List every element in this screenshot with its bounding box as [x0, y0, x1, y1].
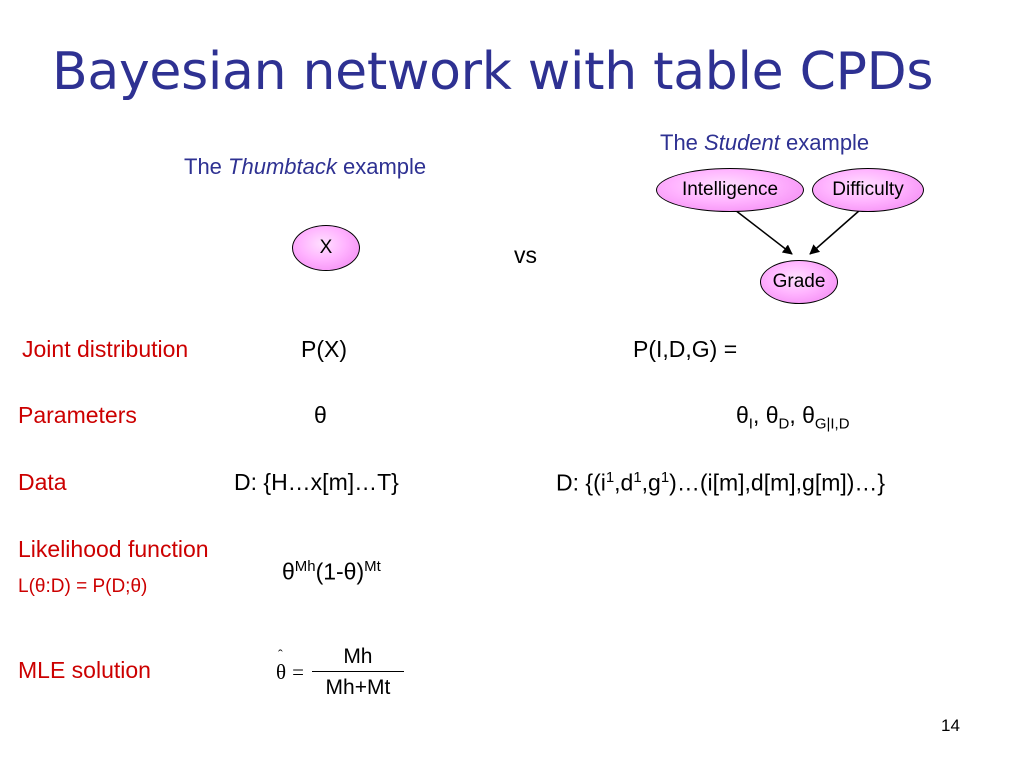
node-intelligence-label: Intelligence	[681, 179, 779, 200]
student-name: Student	[704, 130, 780, 155]
separator-1: ,	[752, 402, 766, 428]
data-part-1: D: {(i	[556, 469, 606, 496]
node-x[interactable]: X	[292, 225, 360, 271]
mle-fraction: Mh Mh+Mt	[311, 645, 404, 700]
student-prefix: The	[660, 130, 698, 155]
data-part-4: )…(i[m],d[m],g[m])…}	[669, 469, 886, 496]
student-suffix: example	[786, 130, 870, 155]
data-label: Data	[18, 469, 67, 495]
slide-title: Bayesian network with table CPDs	[52, 42, 934, 102]
likelihood-exp-mh: Mh	[294, 558, 316, 575]
likelihood-sublabel: L(θ:D) = P(D;θ)	[18, 576, 148, 597]
likelihood-label: Likelihood function	[18, 536, 209, 562]
likelihood-exp-mt: Mt	[364, 558, 381, 575]
page-number: 14	[941, 716, 960, 735]
node-grade-label: Grade	[772, 271, 826, 292]
parameters-label: Parameters	[18, 402, 137, 428]
theta-g: θ	[802, 402, 815, 428]
mle-formula: ˆ θ = Mh Mh+Mt	[276, 645, 404, 700]
data-part-3: ,g	[641, 469, 661, 496]
data-sup-2: 1	[633, 469, 642, 486]
likelihood-value: θMh(1-θ)Mt	[282, 558, 381, 586]
thumbtack-prefix: The	[184, 154, 222, 179]
parameters-student-value: θI, θD, θG|I,D	[736, 402, 850, 433]
node-difficulty-label: Difficulty	[832, 179, 904, 200]
theta-d: θ	[765, 402, 779, 428]
thumbtack-suffix: example	[343, 154, 427, 179]
mle-hat: ˆ	[278, 648, 283, 663]
mle-label: MLE solution	[18, 657, 151, 683]
thumbtack-header: The Thumbtack example	[184, 154, 426, 180]
data-part-2: ,d	[614, 469, 634, 496]
data-sup-3: 1	[660, 469, 670, 486]
separator-2: ,	[789, 402, 803, 428]
vs-text: vs	[514, 242, 537, 268]
mle-denominator: Mh+Mt	[325, 676, 391, 699]
node-x-label: X	[319, 237, 333, 258]
likelihood-theta: θ	[282, 558, 295, 585]
edge-difficulty-grade	[809, 209, 861, 255]
parameters-thumbtack-value: θ	[314, 402, 327, 428]
mle-theta: θ	[276, 660, 287, 684]
node-intelligence[interactable]: Intelligence	[656, 168, 804, 212]
student-header: The Student example	[660, 130, 869, 156]
likelihood-mid: (1-θ)	[315, 558, 365, 585]
data-sup-1: 1	[605, 469, 615, 486]
thumbtack-name: Thumbtack	[228, 154, 337, 179]
joint-thumbtack-value: P(X)	[301, 336, 347, 362]
edge-intelligence-grade	[734, 209, 793, 255]
sub-d: D	[778, 415, 790, 433]
data-student-value: D: {(i1,d1,g1)…(i[m],d[m],g[m])…}	[556, 469, 885, 497]
data-thumbtack-value: D: {H…x[m]…T}	[234, 469, 399, 495]
mle-lhs: ˆ θ	[276, 648, 287, 685]
sub-g: G|I,D	[814, 415, 850, 433]
mle-equals: =	[292, 660, 304, 684]
joint-distribution-label: Joint distribution	[22, 336, 189, 362]
node-difficulty[interactable]: Difficulty	[812, 168, 924, 212]
joint-student-value: P(I,D,G) =	[633, 336, 738, 362]
sub-i: I	[748, 415, 753, 433]
mle-numerator: Mh	[343, 645, 373, 668]
node-grade[interactable]: Grade	[760, 260, 838, 304]
mle-fraction-bar	[311, 671, 404, 672]
theta-i: θ	[736, 402, 749, 428]
